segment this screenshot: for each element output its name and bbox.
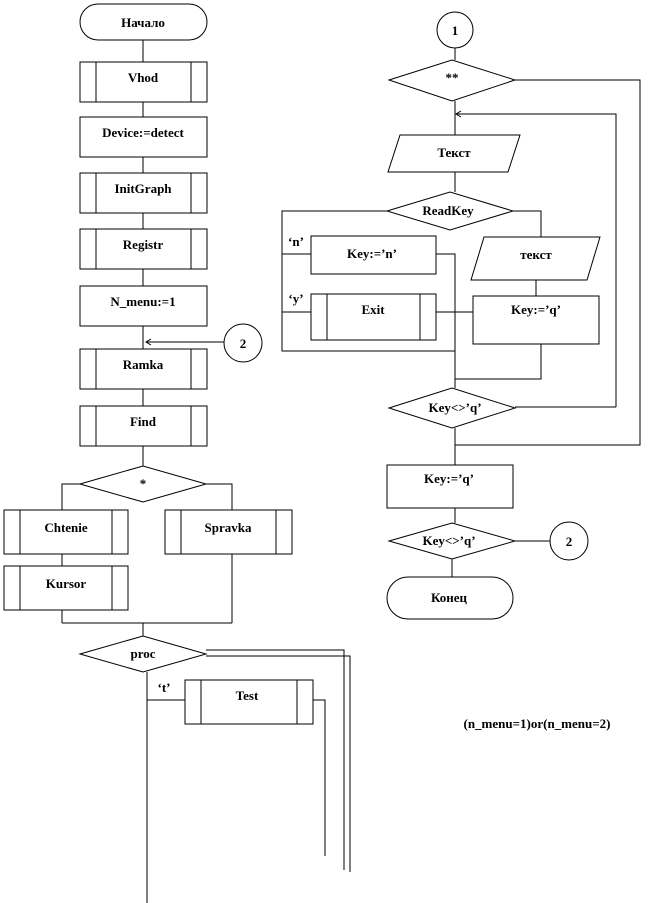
tekst-io: Текст: [387, 134, 521, 173]
outer-loop-line: [455, 79, 641, 446]
find-label: Find: [130, 414, 157, 429]
dotted-branch: [206, 655, 351, 872]
key-neq-q2-decision: Key<>’q’: [387, 522, 517, 560]
y-label: ‘y’: [288, 291, 303, 306]
tekst2-io: текст: [470, 236, 601, 281]
dotted-branch: [281, 210, 455, 352]
star-label: *: [140, 476, 147, 491]
kursor-label: Kursor: [46, 576, 87, 591]
condition-note: (n_menu=1)or(n_menu=2): [464, 716, 611, 731]
t-label: ‘t’: [158, 680, 171, 695]
key-neq-q-decision: Key<>’q’: [387, 387, 517, 429]
readkey-decision: ReadKey: [385, 191, 515, 231]
chtenie-label: Chtenie: [44, 520, 88, 535]
branch-line: [313, 699, 326, 856]
key-q2-process: Key:=’q’: [386, 464, 514, 509]
tekst2-label: текст: [520, 247, 552, 262]
exit-subprocess: Exit: [310, 293, 437, 341]
vhod-label: Vhod: [128, 70, 159, 85]
chtenie-subprocess: Chtenie: [3, 509, 129, 555]
key-q2-label: Key:=’q’: [424, 471, 474, 486]
test-subprocess: Test: [184, 679, 314, 725]
nmenu-label: N_menu:=1: [110, 294, 175, 309]
ramka-label: Ramka: [123, 357, 164, 372]
spravka-label: Spravka: [205, 520, 252, 535]
find-subprocess: Find: [79, 405, 208, 447]
loop-arrow: [455, 110, 462, 118]
dotted-branch: [206, 649, 345, 870]
key-neq-q-label: Key<>’q’: [428, 400, 481, 415]
star-decision: *: [78, 465, 208, 503]
proc-label: proc: [130, 646, 155, 661]
key-q-label: Key:=’q’: [511, 302, 561, 317]
proc-decision: proc: [78, 635, 208, 673]
registr-label: Registr: [123, 237, 164, 252]
connector-2-right: 2: [549, 521, 589, 561]
branch-line: [61, 483, 80, 510]
connector-1: 1: [436, 11, 474, 49]
starstar-decision: **: [387, 59, 517, 102]
dotted-merge: [436, 253, 456, 388]
key-n-process: Key:=’n’: [310, 235, 437, 275]
key-q-process: Key:=’q’: [472, 295, 600, 345]
connector-2-left: 2: [145, 323, 263, 363]
registr-subprocess: Registr: [79, 228, 208, 270]
start-label: Начало: [121, 15, 165, 30]
spravka-subprocess: Spravka: [164, 509, 293, 555]
connector-1-label: 1: [452, 23, 459, 38]
test-label: Test: [236, 688, 259, 703]
connector-2-label: 2: [240, 336, 247, 351]
end-label: Конец: [431, 590, 468, 605]
starstar-label: **: [446, 70, 459, 85]
branch-line: [206, 483, 233, 510]
connector-2b-label: 2: [566, 534, 573, 549]
initgraph-label: InitGraph: [114, 181, 172, 196]
n-label: ‘n’: [288, 234, 304, 249]
exit-label: Exit: [361, 302, 385, 317]
key-n-label: Key:=’n’: [347, 246, 397, 261]
key-neq-q2-label: Key<>’q’: [422, 533, 475, 548]
vhod-subprocess: Vhod: [79, 61, 208, 103]
initgraph-subprocess: InitGraph: [79, 172, 208, 214]
ramka-subprocess: Ramka: [79, 348, 208, 390]
nmenu-process: N_menu:=1: [79, 285, 208, 327]
start-terminator: Начало: [79, 3, 208, 41]
device-label: Device:=detect: [102, 125, 184, 140]
merge-line: [455, 344, 542, 380]
branch-line: [513, 210, 542, 237]
tekst-label: Текст: [437, 145, 471, 160]
readkey-label: ReadKey: [422, 203, 474, 218]
end-terminator: Конец: [386, 576, 514, 620]
kursor-subprocess: Kursor: [3, 565, 129, 611]
device-process: Device:=detect: [79, 116, 208, 158]
inner-loop-line: [457, 113, 617, 407]
